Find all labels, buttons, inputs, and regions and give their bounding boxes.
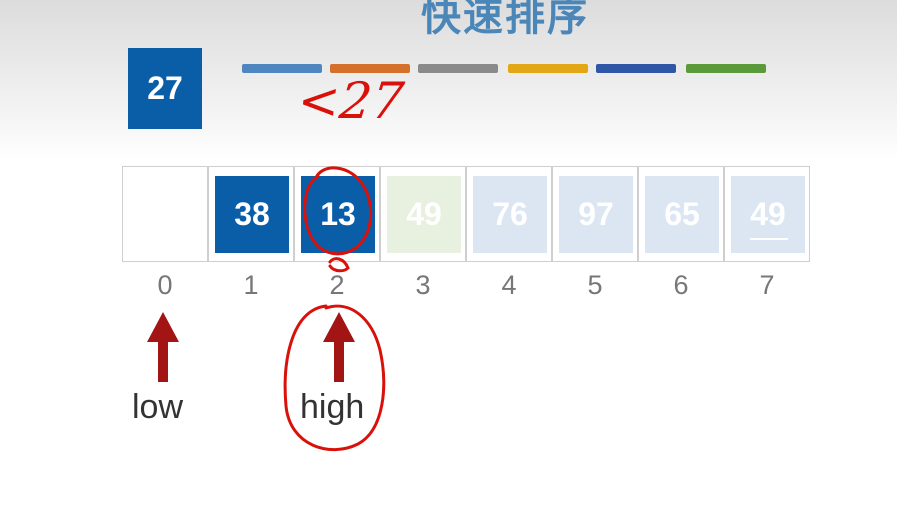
array-cell-3: 49	[380, 166, 466, 262]
cell-value-6: 65	[645, 176, 719, 253]
cell-value-4: 76	[473, 176, 547, 253]
index-label-3: 3	[415, 270, 431, 300]
legend-bar-green	[686, 64, 766, 73]
cell-value-5: 97	[559, 176, 633, 253]
cell-value-0	[129, 176, 203, 253]
cell-value-7: 49	[731, 176, 805, 253]
legend-bar-orange	[330, 64, 410, 73]
high-pointer-label: high	[300, 388, 365, 426]
legend-bar-gray	[418, 64, 498, 73]
legend-bar-navy	[596, 64, 676, 73]
index-label-7: 7	[759, 270, 775, 300]
duplicate-underline	[750, 238, 788, 240]
pivot-value: 27	[147, 70, 183, 106]
index-label-1: 1	[243, 270, 259, 300]
index-label-5: 5	[587, 270, 603, 300]
cell-value-1: 38	[215, 176, 289, 253]
array-cell-1: 38	[208, 166, 294, 262]
array-cell-0	[122, 166, 208, 262]
array-cell-2: 13	[294, 166, 380, 262]
legend-bar-yellow	[508, 64, 588, 73]
pivot-box: 27	[128, 48, 202, 129]
low-pointer-label: low	[132, 388, 184, 426]
handwritten-annotation: <27	[294, 72, 407, 130]
cell-value-3: 49	[387, 176, 461, 253]
index-label-0: 0	[157, 270, 173, 300]
array-cell-4: 76	[466, 166, 552, 262]
slide-title: 快速排序	[421, 0, 589, 40]
index-label-4: 4	[501, 270, 517, 300]
array-cell-6: 65	[638, 166, 724, 262]
legend-bar-blue	[242, 64, 322, 73]
array-row: 38 13 49 76 97 65 49	[122, 166, 814, 263]
array-cell-5: 97	[552, 166, 638, 262]
color-legend	[242, 64, 768, 75]
cell-value-2: 13	[301, 176, 375, 253]
low-arrow-icon	[147, 312, 179, 382]
array-cell-7: 49	[724, 166, 810, 262]
index-label-6: 6	[673, 270, 689, 300]
index-label-2: 2	[329, 270, 345, 300]
high-arrow-icon	[323, 312, 355, 382]
